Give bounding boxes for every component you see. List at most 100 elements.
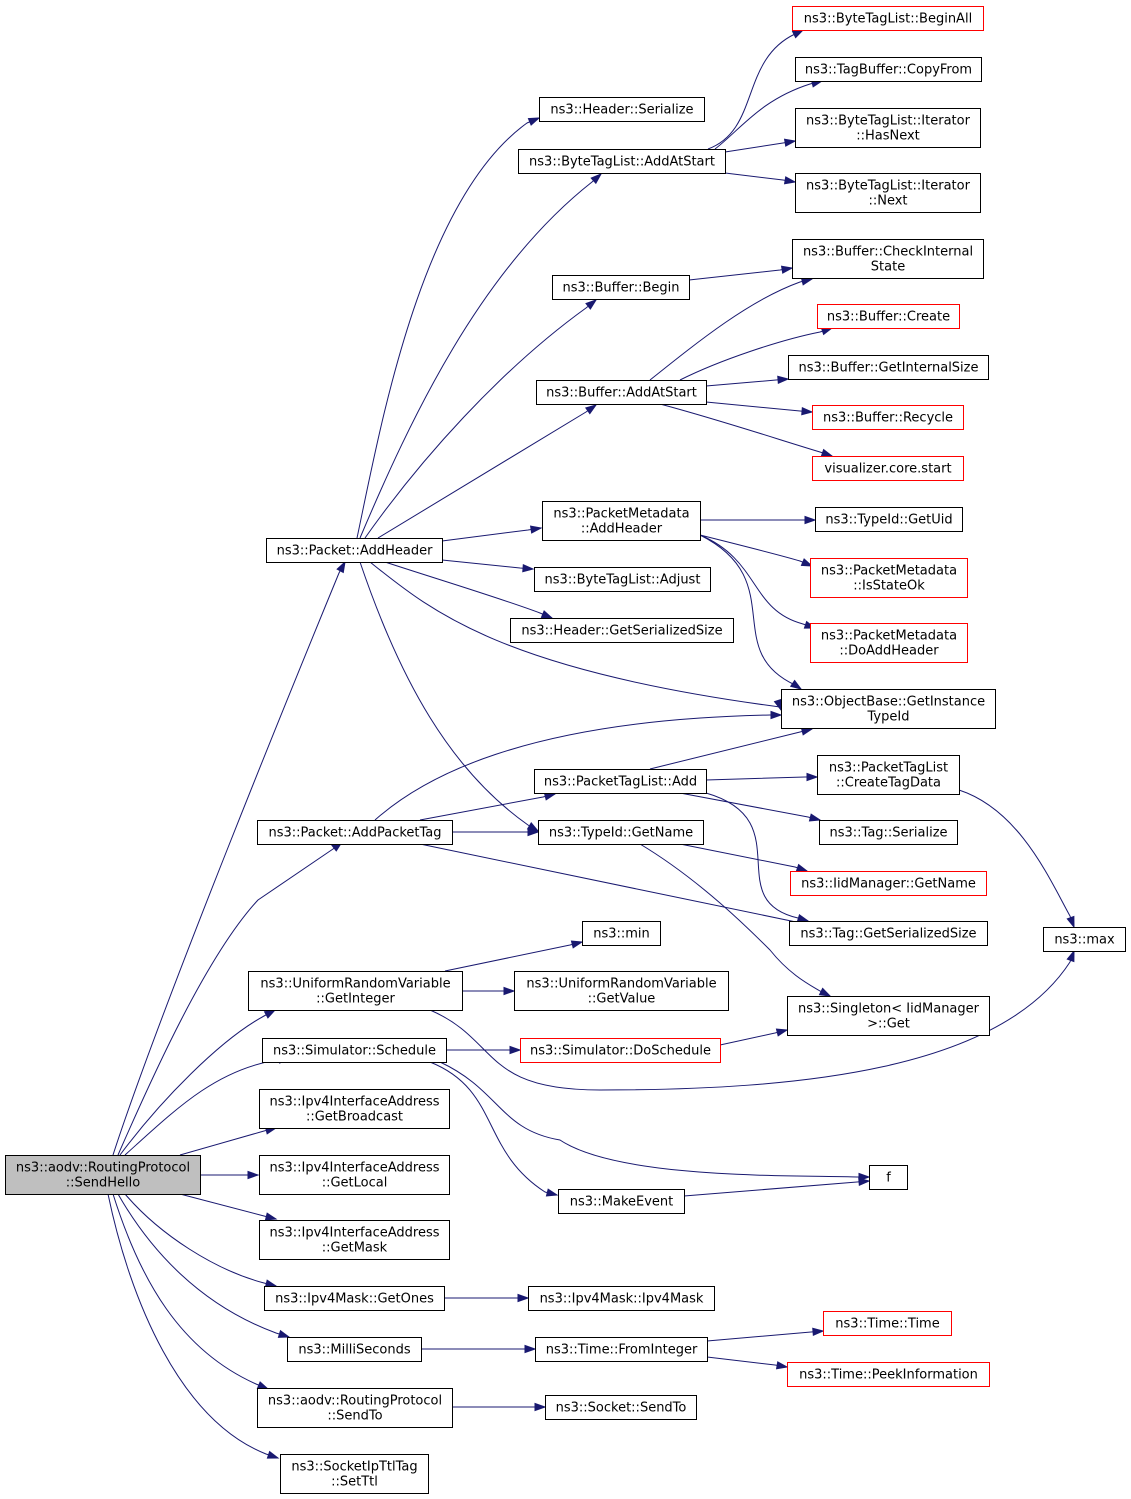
edge-line [649,278,813,381]
node-pm-isstateok[interactable]: ns3::PacketMetadata::IsStateOk [810,558,968,598]
node-label: TypeId [867,710,910,725]
node-tag-serialize[interactable]: ns3::Tag::Serialize [819,820,958,845]
node-ns3-min[interactable]: ns3::min [582,921,661,946]
node-tagbuffer-copyfrom[interactable]: ns3::TagBuffer::CopyFrom [795,57,982,82]
node-makeevent[interactable]: ns3::MakeEvent [558,1189,685,1214]
edge-packet-addheader-to-btl-addatstart [359,172,603,539]
node-packet-addpackettag[interactable]: ns3::Packet::AddPacketTag [257,820,453,845]
edge-line [707,29,804,150]
node-ipv4ia-getbroadcast[interactable]: ns3::Ipv4InterfaceAddress::GetBroadcast [259,1089,450,1129]
node-tag-getserializedsize[interactable]: ns3::Tag::GetSerializedSize [789,921,988,946]
arrowhead [336,560,346,574]
edge-ptl-add-to-tag-getserializedsize [705,792,810,923]
node-buffer-begin[interactable]: ns3::Buffer::Begin [552,275,690,300]
node-box [287,1337,422,1362]
node-label: ns3::Ipv4InterfaceAddress [269,1161,439,1176]
node-packet-addheader[interactable]: ns3::Packet::AddHeader [266,538,443,563]
node-ptl-createtagdata[interactable]: ns3::PacketTagList::CreateTagData [817,755,960,795]
edge-ipv4mask-getones-to-ipv4mask-ctor [444,1293,530,1303]
node-socket-sendto[interactable]: ns3::Socket::SendTo [545,1395,697,1420]
arrowhead [524,1344,537,1354]
node-label: ::CreateTagData [836,776,941,791]
node-btl-iter-next[interactable]: ns3::ByteTagList::Iterator::Next [795,173,981,213]
node-iidmanager-getname[interactable]: ns3::IidManager::GetName [790,871,987,896]
edge-line [384,561,553,619]
node-label: ns3::Ipv4Mask::GetOnes [275,1292,434,1307]
node-btl-adjust[interactable]: ns3::ByteTagList::Adjust [534,567,711,592]
node-milliseconds[interactable]: ns3::MilliSeconds [287,1337,422,1362]
edge-packet-addpackettag-to-tag-getserializedsize [419,843,810,927]
node-btl-beginall[interactable]: ns3::ByteTagList::BeginAll [792,6,984,31]
node-typeid-getuid[interactable]: ns3::TypeId::GetUid [815,507,963,532]
node-box [789,921,988,946]
edge-buffer-addatstart-to-buffer-recycle [705,401,814,416]
node-time-peekinformation[interactable]: ns3::Time::PeekInformation [787,1362,990,1387]
node-label: ns3::Packet::AddHeader [277,544,433,559]
node-f[interactable]: f [869,1165,908,1190]
arrowhead [775,1361,789,1370]
node-box [795,57,982,82]
node-box [788,355,989,380]
arrowhead [796,913,810,923]
node-urv-getvalue[interactable]: ns3::UniformRandomVariable::GetValue [514,971,729,1011]
node-ipv4ia-getmask[interactable]: ns3::Ipv4InterfaceAddress::GetMask [259,1220,450,1260]
node-box [795,108,981,148]
node-singleton-get[interactable]: ns3::Singleton< IidManager>::Get [787,996,990,1036]
edge-sendhello-to-ipv4ia-getlocal [200,1170,260,1180]
node-label: ns3::MakeEvent [570,1195,674,1210]
node-aodv-sendto[interactable]: ns3::aodv::RoutingProtocol::SendTo [257,1388,453,1428]
edge-line [714,80,823,150]
node-label: f [886,1171,891,1186]
node-label: ::GetMask [322,1241,388,1256]
node-ptl-add[interactable]: ns3::PacketTagList::Add [534,769,707,794]
edge-line [124,1193,277,1287]
node-sim-schedule[interactable]: ns3::Simulator::Schedule [262,1038,447,1063]
edge-line [439,1061,869,1178]
node-buffer-recycle[interactable]: ns3::Buffer::Recycle [812,405,964,430]
node-btl-addatstart[interactable]: ns3::ByteTagList::AddAtStart [518,149,726,174]
node-sendhello[interactable]: ns3::aodv::RoutingProtocol::SendHello [5,1155,201,1195]
edge-line [117,841,343,1156]
node-buffer-addatstart[interactable]: ns3::Buffer::AddAtStart [536,380,707,405]
node-label: ns3::Buffer::CheckInternal [803,245,973,260]
node-box [518,149,726,174]
node-ns3-max[interactable]: ns3::max [1043,927,1126,952]
node-label: ns3::TypeId::GetName [549,826,693,841]
node-box [817,304,960,329]
node-ipv4mask-ctor[interactable]: ns3::Ipv4Mask::Ipv4Mask [528,1286,715,1311]
node-buffer-getinternalsize[interactable]: ns3::Buffer::GetInternalSize [788,355,989,380]
edge-line [429,950,1075,1091]
node-ipv4mask-getones[interactable]: ns3::Ipv4Mask::GetOnes [264,1286,445,1311]
node-pm-addheader[interactable]: ns3::PacketMetadata::AddHeader [542,501,701,541]
node-visualizer-core-start[interactable]: visualizer.core.start [812,456,964,481]
node-socketipttltag-setttl[interactable]: ns3::SocketIpTtlTag::SetTtl [280,1454,429,1494]
node-typeid-getname[interactable]: ns3::TypeId::GetName [538,820,704,845]
node-label: ns3::aodv::RoutingProtocol [268,1394,442,1409]
edge-line [119,1009,276,1156]
node-label: ns3::Ipv4Mask::Ipv4Mask [540,1292,704,1307]
node-buffer-create[interactable]: ns3::Buffer::Create [817,304,960,329]
node-box [514,971,729,1011]
node-time-time[interactable]: ns3::Time::Time [823,1311,952,1336]
node-box [1043,927,1126,952]
node-box [528,1286,715,1311]
arrowhead [858,1177,871,1187]
node-pm-doaddheader[interactable]: ns3::PacketMetadata::DoAddHeader [810,623,968,663]
node-box [817,755,960,795]
node-header-getserializedsize[interactable]: ns3::Header::GetSerializedSize [510,618,734,643]
node-urv-getinteger[interactable]: ns3::UniformRandomVariable::GetInteger [248,971,463,1011]
node-ipv4ia-getlocal[interactable]: ns3::Ipv4InterfaceAddress::GetLocal [259,1155,450,1195]
node-sim-doschedule[interactable]: ns3::Simulator::DoSchedule [520,1038,721,1063]
edge-packet-addheader-to-header-getserializedsize [384,561,554,619]
node-header-serialize[interactable]: ns3::Header::Serialize [539,97,705,122]
edge-line [179,1193,277,1220]
node-btl-iter-hasnext[interactable]: ns3::ByteTagList::Iterator::HasNext [795,108,981,148]
node-box [790,871,987,896]
arrowhead [801,406,814,416]
node-time-frominteger[interactable]: ns3::Time::FromInteger [535,1337,708,1362]
arrowhead [789,679,803,690]
edge-line [706,1356,788,1368]
edge-sendhello-to-urv-getinteger [119,1009,277,1156]
